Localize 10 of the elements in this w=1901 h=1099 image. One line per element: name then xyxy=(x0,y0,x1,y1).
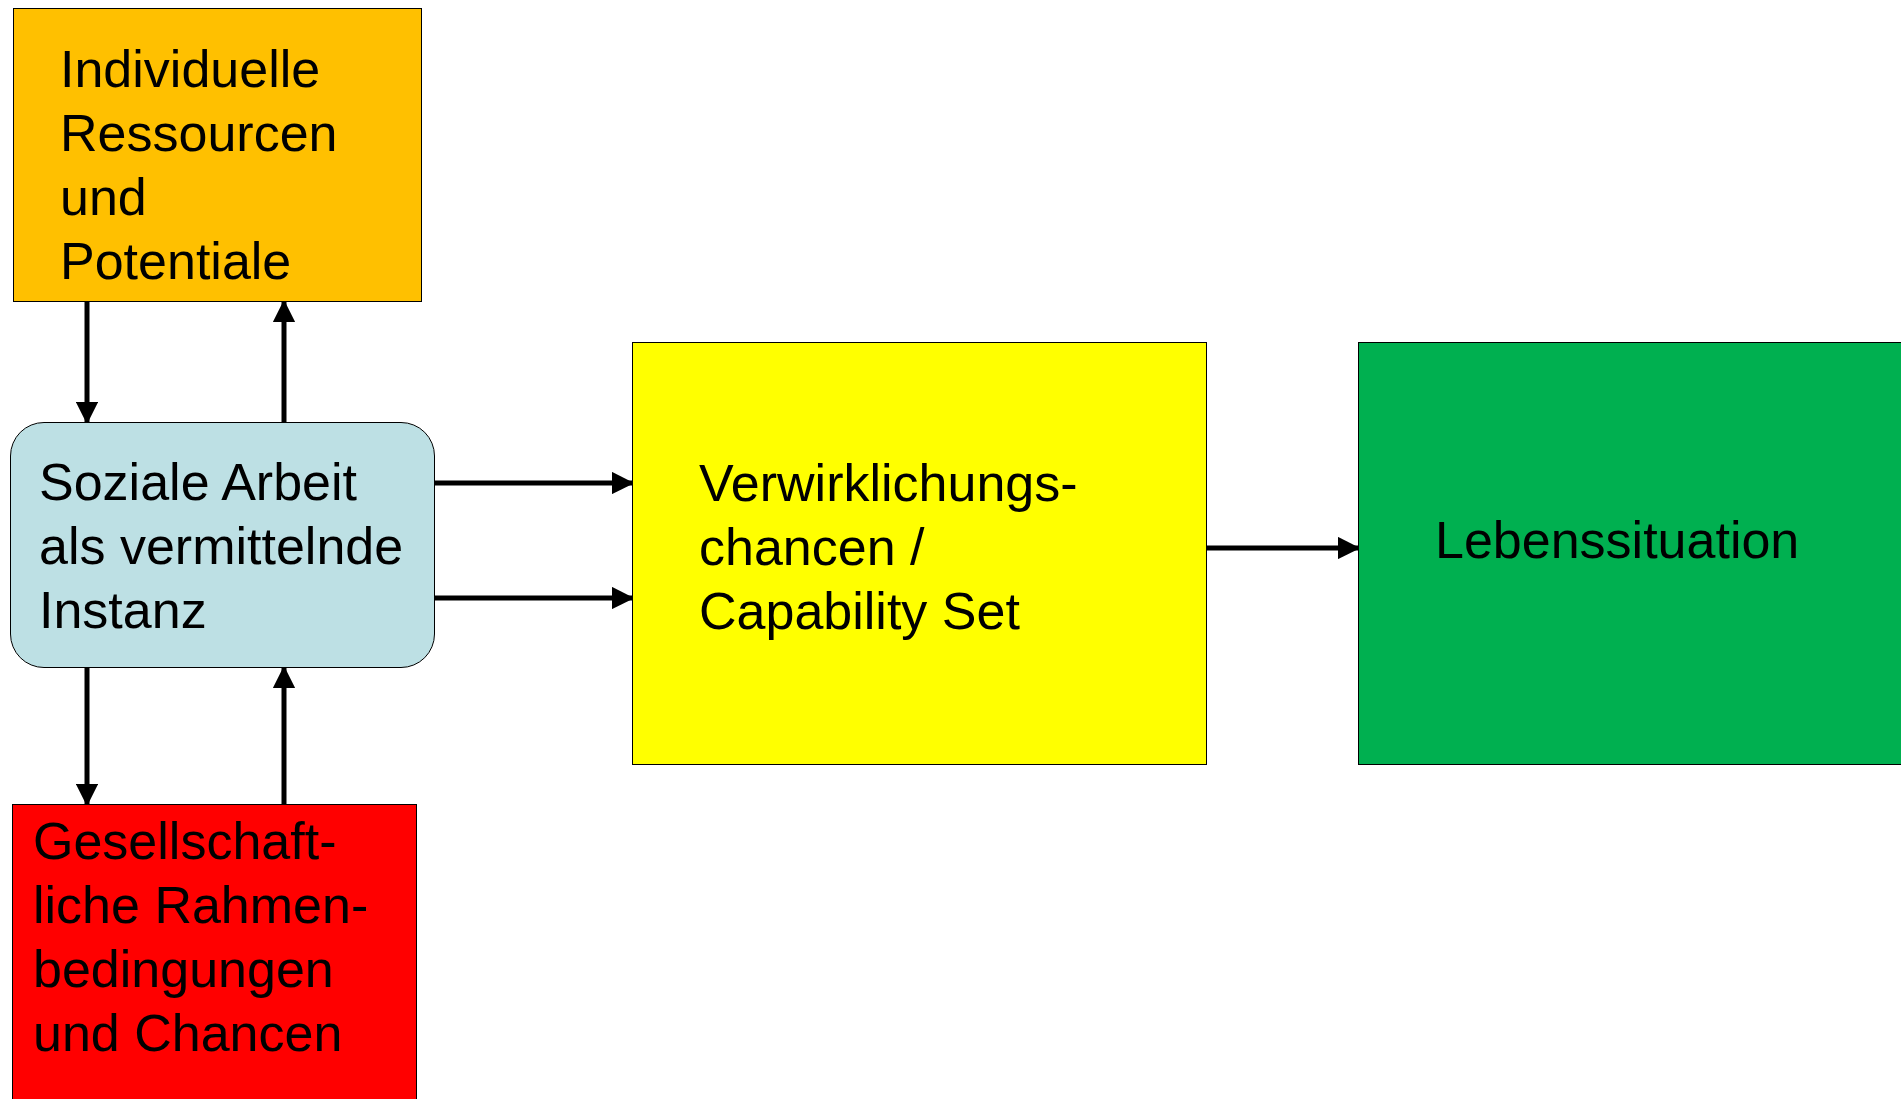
mediator-box xyxy=(10,422,435,668)
box-label: Lebenssituation xyxy=(1435,510,1801,571)
box-label: Soziale Arbeit als vermittelnde Instanz xyxy=(39,452,405,641)
capability-box xyxy=(632,342,1207,765)
resource-box xyxy=(13,8,422,302)
box-label: Verwirklichungs- chancen / Capability Set xyxy=(699,453,1079,642)
box-label: Individuelle Ressourcen und Potentiale xyxy=(60,39,339,292)
conditions-box xyxy=(12,804,417,1099)
box-label: Gesellschaft- liche Rahmen- bedingungen und Chancen xyxy=(33,811,370,1064)
situation-box xyxy=(1358,342,1901,765)
